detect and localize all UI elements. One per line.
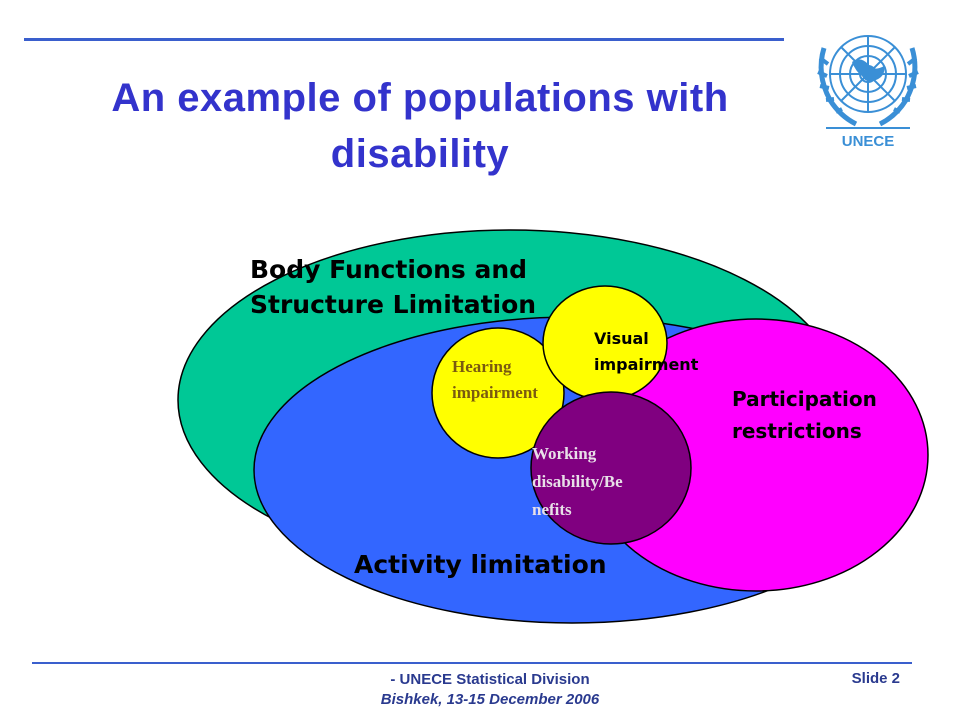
slide-title: An example of populations with disabilit… xyxy=(40,70,800,182)
logo-label: UNECE xyxy=(842,133,895,150)
working-label-line-3: nefits xyxy=(532,500,572,519)
bottom-divider xyxy=(32,662,912,664)
body-functions-label-line-1: Body Functions and xyxy=(250,255,527,284)
working-label-line-1: Working xyxy=(532,444,597,463)
participation-label-line-2: restrictions xyxy=(732,419,862,443)
participation-label-line-1: Participation xyxy=(732,387,877,411)
un-emblem-logo: UNECE xyxy=(817,35,919,150)
footer-organization: - UNECE Statistical Division xyxy=(390,671,590,688)
visual-label-line-1: Visual xyxy=(594,329,649,348)
slide-number: Slide 2 xyxy=(851,670,900,687)
footer-info: - UNECE Statistical Division Bishkek, 13… xyxy=(300,670,680,710)
title-line-2: disability xyxy=(330,132,510,176)
working-label-line-2: disability/Be xyxy=(532,472,623,491)
un-emblem-icon xyxy=(817,35,919,127)
working-disability-ellipse xyxy=(530,391,692,545)
top-divider xyxy=(24,38,784,41)
hearing-label-line-1: Hearing xyxy=(452,357,512,376)
hearing-label-line-2: impairment xyxy=(452,383,538,402)
body-functions-label-line-2: Structure Limitation xyxy=(250,290,536,319)
activity-limitation-label: Activity limitation xyxy=(354,550,607,579)
visual-label-line-2: impairment xyxy=(594,355,699,374)
title-line-1: An example of populations with xyxy=(111,76,729,120)
footer-location-date: Bishkek, 13-15 December 2006 xyxy=(380,691,600,708)
hearing-impairment-ellipse xyxy=(431,327,565,459)
